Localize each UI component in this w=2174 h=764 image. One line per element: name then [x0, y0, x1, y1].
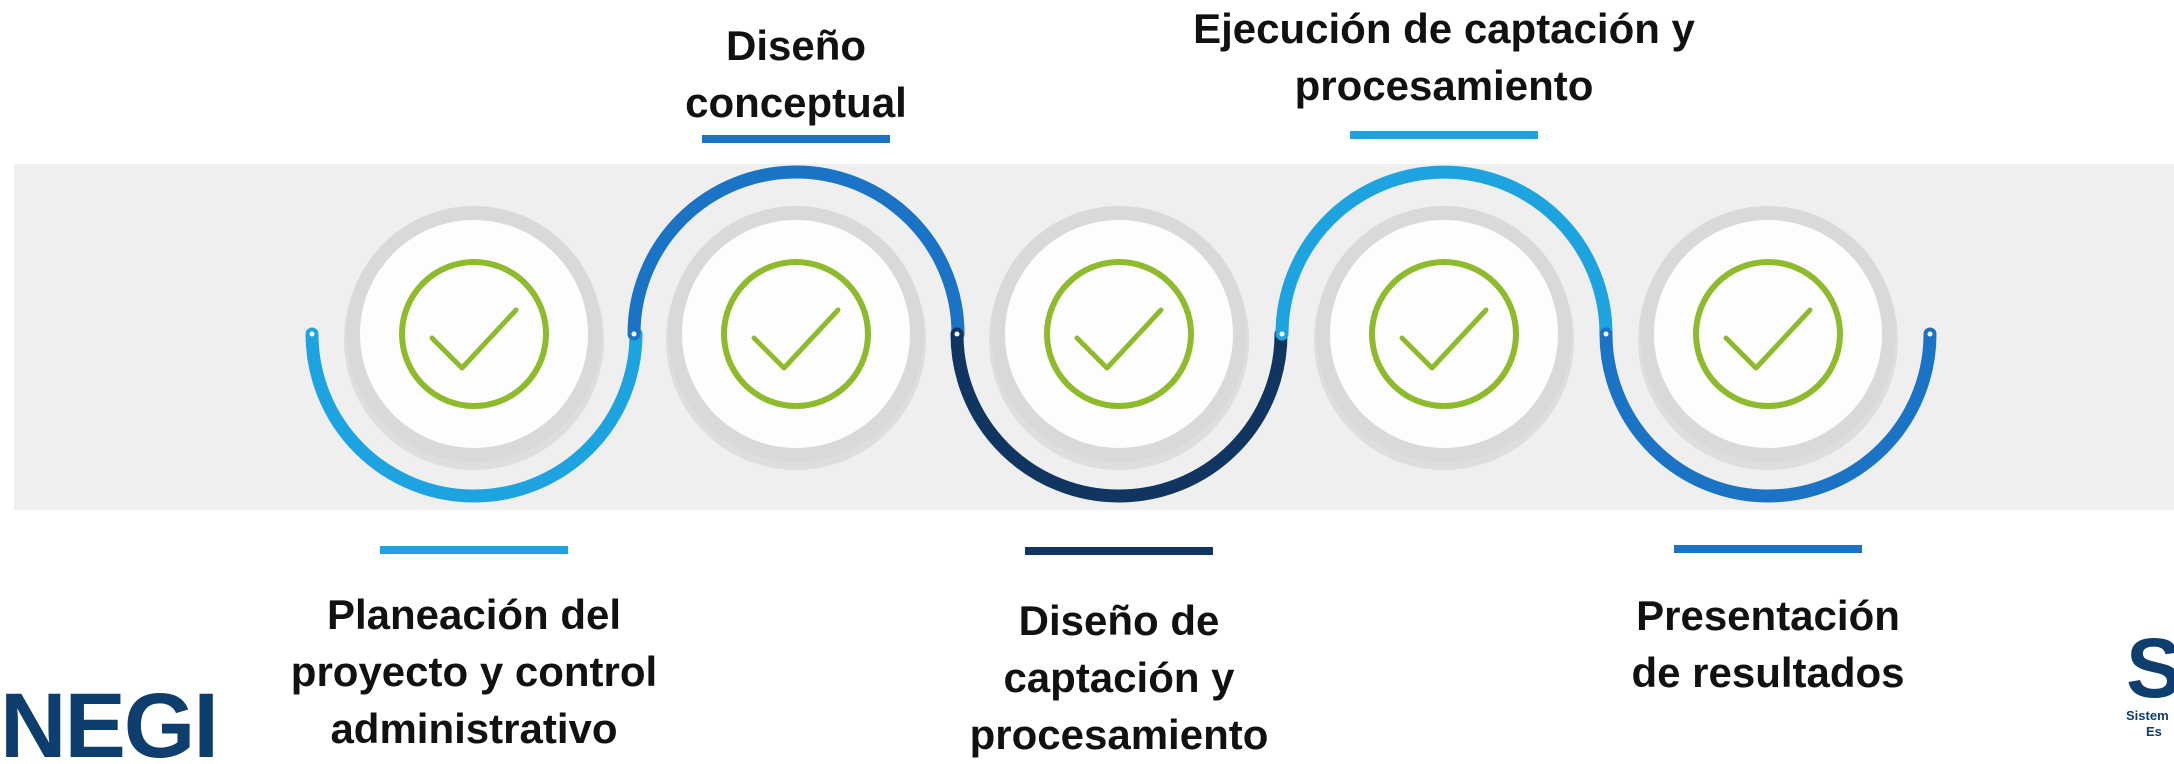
node-disc	[1654, 220, 1882, 448]
check-circle	[399, 259, 549, 409]
stage-accent-bar	[702, 135, 890, 143]
node-disc	[1005, 220, 1233, 448]
check-icon	[1074, 307, 1164, 371]
stage-arc	[1599, 327, 1937, 503]
arc-joint	[1927, 331, 1933, 337]
check-circle	[1044, 259, 1194, 409]
check-icon	[1723, 307, 1813, 371]
stage-accent-bar	[1350, 131, 1538, 139]
stage-label: Diseño de captación y procesamiento	[969, 597, 1269, 758]
stage-arc	[950, 327, 1288, 503]
stage-accent-bar	[1025, 547, 1213, 555]
system-logo-text-1: Sistem	[2126, 708, 2169, 723]
inegi-logo: NEGI	[0, 688, 217, 764]
arc-joint	[954, 331, 960, 337]
stage-label: Diseño conceptual	[685, 22, 907, 126]
stage-label: Planeación del proyecto y control admini…	[290, 591, 658, 752]
arc-joint	[1279, 331, 1285, 337]
check-icon	[751, 307, 841, 371]
node-disc	[1330, 220, 1558, 448]
stage-arc	[305, 327, 643, 503]
arc-joint	[631, 331, 637, 337]
system-logo: S Sistem Es	[2126, 626, 2174, 764]
check-circle	[1369, 259, 1519, 409]
check-icon	[429, 307, 519, 371]
system-logo-letter: S	[2126, 626, 2174, 715]
system-logo-text-2: Es	[2146, 724, 2162, 739]
stage-accent-bar	[380, 546, 568, 554]
arc-joint	[1603, 331, 1609, 337]
stage-label: Presentación de resultados	[1631, 592, 1905, 696]
check-circle	[1693, 259, 1843, 409]
stage-label: Ejecución de captación y procesamiento	[1193, 5, 1695, 109]
node-disc	[682, 220, 910, 448]
arc-joint	[309, 331, 315, 337]
stage-accent-bar	[1674, 545, 1862, 553]
stage-arc	[1275, 165, 1613, 341]
node-disc	[360, 220, 588, 448]
check-icon	[1399, 307, 1489, 371]
stage-arc	[627, 165, 965, 341]
check-circle	[721, 259, 871, 409]
